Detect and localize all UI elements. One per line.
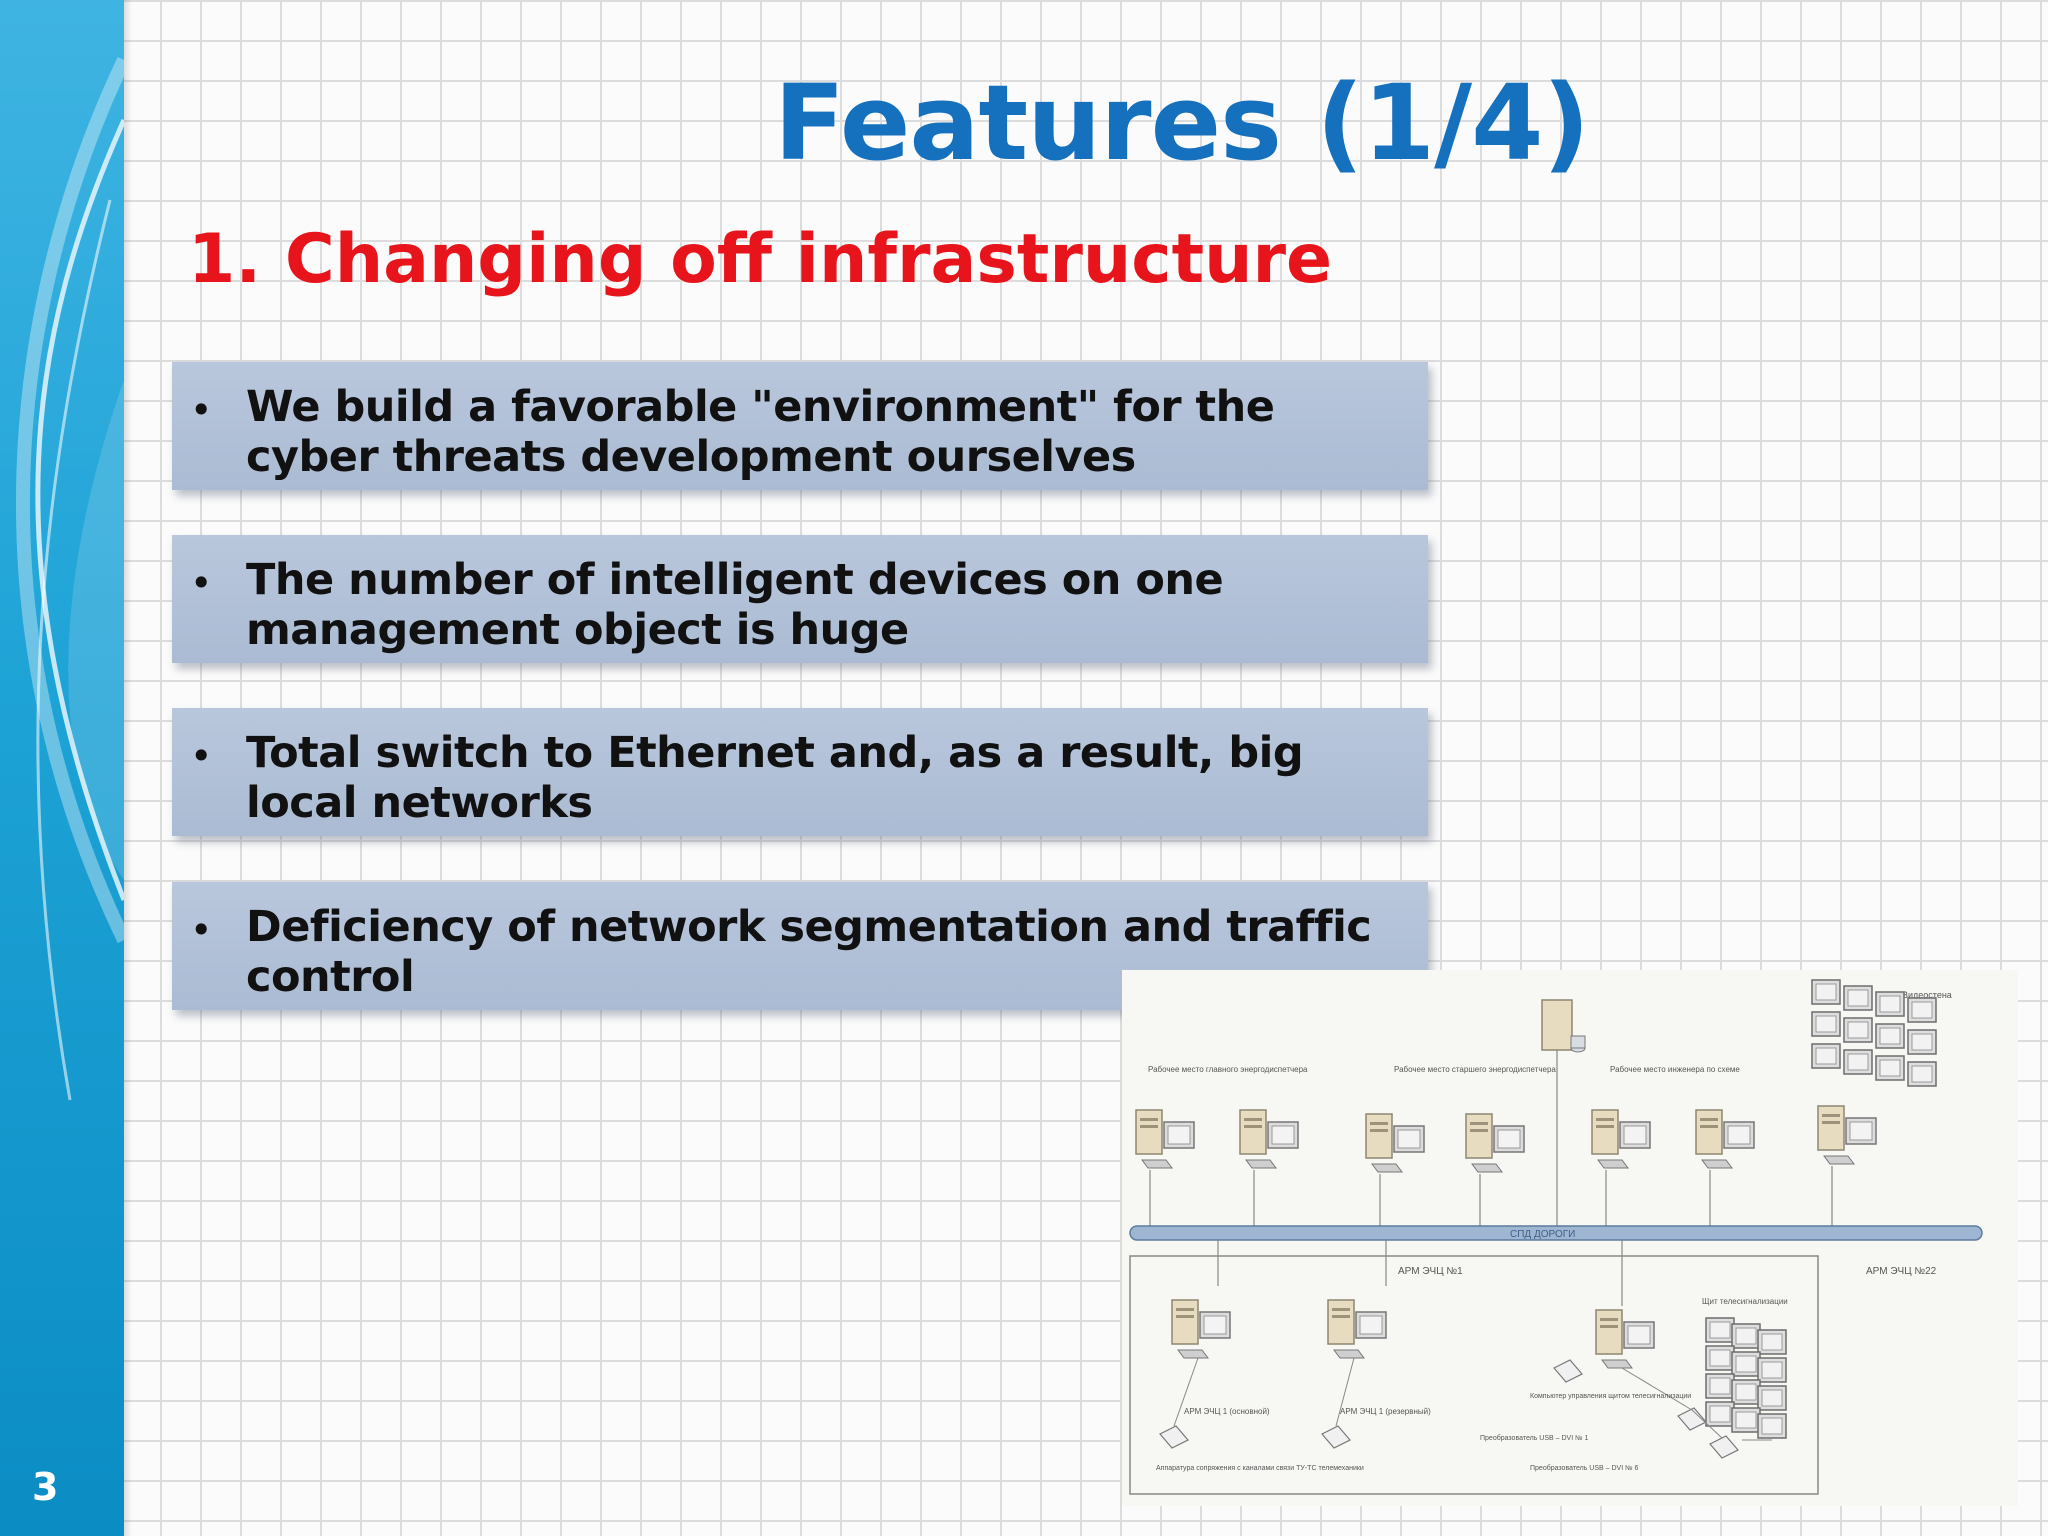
bullet-marker: • — [190, 734, 213, 778]
label-equipment: Аппаратура сопряжения с каналами связи Т… — [1156, 1465, 1364, 1472]
bullet-text-1: We build a favorable "environment" for t… — [246, 382, 1275, 482]
bullet-box-3: • Total switch to Ethernet and, as a res… — [172, 708, 1428, 836]
page-number: 3 — [32, 1465, 59, 1509]
network-diagram: Видеостена Рабочее место главного энерго… — [1122, 970, 2018, 1506]
bullet-marker: • — [190, 388, 213, 432]
arm1-frame — [1129, 1255, 1819, 1495]
label-ws-senior: Рабочее место старшего энергодиспетчера — [1394, 1065, 1556, 1074]
bullet-box-1: • We build a favorable "environment" for… — [172, 362, 1428, 490]
label-arm-main: АРМ ЭЧЦ 1 (основной) — [1184, 1407, 1270, 1416]
sidebar-swoosh-graphic — [16, 56, 124, 1101]
slide-title: Features (1/4) — [774, 62, 1590, 184]
label-usb6: Преобразователь USB – DVI № 6 — [1530, 1464, 1639, 1472]
sidebar-decoration: 3 — [0, 0, 124, 1536]
workstations-lower-row — [1171, 1299, 1655, 1369]
label-bus: СПД ДОРОГИ — [1510, 1229, 1575, 1240]
network-bus: СПД ДОРОГИ — [1129, 1225, 1983, 1241]
label-ctrl-pc: Компьютер управления щитом телесигнализа… — [1530, 1393, 1691, 1400]
server-icon — [1541, 999, 1586, 1053]
bullet-text-4: Deficiency of network segmentation and t… — [246, 902, 1372, 1002]
label-panel: Щит телесигнализации — [1702, 1297, 1788, 1306]
bullet-text-2: The number of intelligent devices on one… — [246, 555, 1224, 655]
label-ws-engineer: Рабочее место инженера по схеме — [1610, 1065, 1740, 1074]
bullet-box-2: • The number of intelligent devices on o… — [172, 535, 1428, 663]
network-diagram-svg: Видеостена Рабочее место главного энерго… — [1129, 979, 1983, 1495]
bullet-box-4: • Deficiency of network segmentation and… — [172, 882, 1428, 1010]
label-arm22: АРМ ЭЧЦ №22 — [1866, 1266, 1937, 1277]
label-ws-chief: Рабочее место главного энергодиспетчера — [1148, 1065, 1308, 1074]
bullet-marker: • — [190, 908, 213, 952]
label-usb1: Преобразователь USB – DVI № 1 — [1480, 1434, 1589, 1442]
slide-subtitle: 1. Changing off infrastructure — [188, 220, 1333, 299]
workstations-top-row — [1135, 1105, 1877, 1173]
label-arm1: АРМ ЭЧЦ №1 — [1398, 1266, 1463, 1277]
bullet-marker: • — [190, 561, 213, 605]
bullet-text-3: Total switch to Ethernet and, as a resul… — [246, 728, 1304, 828]
video-wall-lower — [1705, 1317, 1787, 1439]
label-arm-reserve: АРМ ЭЧЦ 1 (резервный) — [1340, 1407, 1431, 1416]
sidebar-shadow — [124, 0, 132, 1536]
label-wall-top: Видеостена — [1902, 990, 1952, 1000]
